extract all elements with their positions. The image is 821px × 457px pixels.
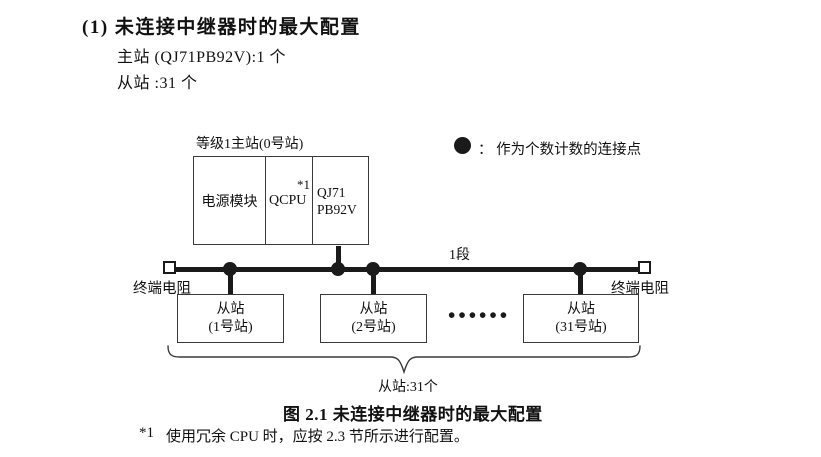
master-station-box: 电源模块 *1 QCPU QJ71 PB92V [193, 156, 369, 245]
slave-name: 从站 [359, 301, 388, 317]
right-terminator-label: 终端电阻 [611, 281, 669, 297]
slave-station-box: 从站 (31号站) [523, 294, 639, 343]
master-station-label: 等级1主站(0号站) [196, 137, 304, 152]
cpu-cell: *1 QCPU [266, 157, 313, 244]
slave1-drop-line [228, 269, 233, 295]
slave2-drop-line [371, 269, 376, 295]
footnote-marker: *1 [139, 425, 154, 441]
slave-station-box: 从站 (1号站) [177, 294, 284, 343]
slave-station-box: 从站 (2号站) [320, 294, 427, 343]
footnote-text: 使用冗余 CPU 时，应按 2.3 节所示进行配置。 [166, 429, 469, 445]
segment-label: 1段 [449, 248, 470, 263]
figure-caption: 图 2.1 未连接中继器时的最大配置 [283, 405, 543, 424]
slave-group-brace [167, 345, 641, 375]
slave-number: (2号站) [351, 319, 396, 335]
slave3-drop-line [578, 269, 583, 295]
slave-number: (31号站) [555, 319, 607, 335]
right-terminator-icon [638, 261, 651, 274]
network-module-name-line1: QJ71 [317, 184, 346, 200]
slave-count-line: 从站 :31 个 [117, 75, 198, 92]
master-count-line: 主站 (QJ71PB92V):1 个 [117, 49, 287, 66]
bus-line [170, 267, 645, 272]
legend-label: ： 作为个数计数的连接点 [478, 142, 642, 158]
connection-point-dot [573, 262, 587, 276]
cpu-label: QCPU [269, 192, 307, 208]
network-module-cell: QJ71 PB92V [313, 157, 368, 244]
network-module-name-line2: PB92V [317, 201, 357, 217]
section-heading: (1) 未连接中继器时的最大配置 [82, 17, 361, 38]
ellipsis-dots: •••••• [448, 303, 511, 327]
master-drop-line [336, 246, 341, 270]
power-module-cell: 电源模块 [194, 157, 266, 244]
slave-name: 从站 [216, 301, 245, 317]
connection-point-dot [366, 262, 380, 276]
slave-number: (1号站) [208, 319, 253, 335]
left-terminator-label: 终端电阻 [133, 281, 191, 297]
connection-point-dot-icon [454, 137, 471, 154]
connection-point-dot [331, 262, 345, 276]
connection-point-dot [223, 262, 237, 276]
left-terminator-icon [163, 261, 176, 274]
slave-group-count-label: 从站:31个 [378, 380, 438, 395]
cpu-footnote-ref: *1 [297, 177, 310, 192]
slave-name: 从站 [567, 301, 595, 317]
